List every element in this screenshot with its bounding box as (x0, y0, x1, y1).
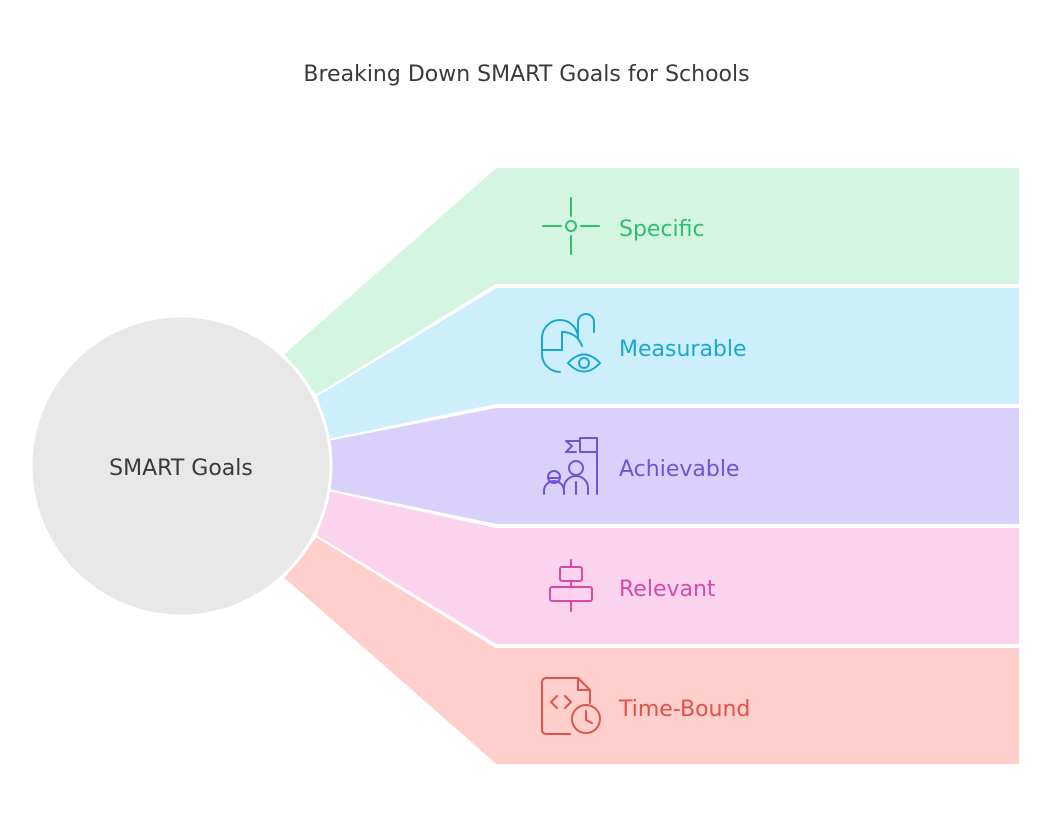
item-label: Specific (619, 217, 705, 242)
item-label: Relevant (619, 577, 716, 602)
item-label: Achievable (619, 457, 739, 482)
item-time-bound: Time-Bound (541, 677, 750, 735)
mouse-eye-icon (541, 313, 601, 373)
bands (281, 166, 1021, 766)
item-label: Time-Bound (618, 697, 750, 722)
code-file-clock-icon (541, 677, 601, 735)
item-measurable: Measurable (541, 313, 747, 373)
item-specific: Specific (542, 197, 705, 255)
team-flag-icon (543, 437, 598, 495)
crosshair-icon (542, 197, 600, 255)
item-achievable: Achievable (543, 437, 739, 495)
item-label: Measurable (619, 337, 747, 362)
hub-circle (29, 314, 333, 618)
diagram-title: Breaking Down SMART Goals for Schools (303, 62, 750, 87)
align-center-icon (549, 559, 593, 612)
hub-label: SMART Goals (109, 456, 253, 481)
item-relevant: Relevant (549, 559, 716, 612)
